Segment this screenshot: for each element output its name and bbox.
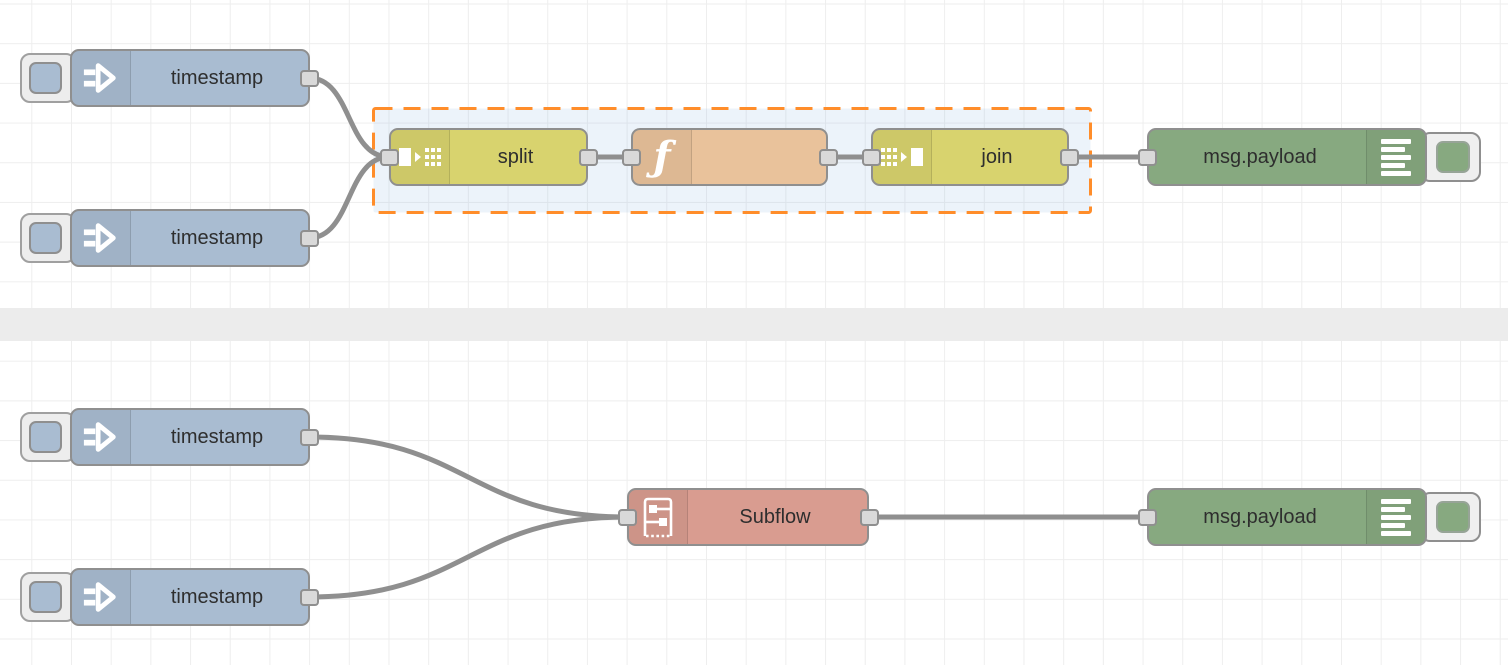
split-icon — [391, 130, 449, 184]
wire-inject3-subflow[interactable] — [306, 434, 630, 520]
split-node[interactable]: split — [389, 128, 588, 186]
inject-button[interactable] — [20, 572, 76, 622]
inject-arrow-icon — [72, 51, 130, 105]
node-label: join — [981, 146, 1013, 168]
node-label: timestamp — [170, 67, 264, 89]
inject-node-timestamp-2[interactable]: timestamp — [70, 209, 310, 267]
split-output-port[interactable] — [578, 148, 598, 166]
flow-divider-band — [0, 308, 1508, 341]
join-input-port[interactable] — [861, 148, 881, 166]
debug-toggle-pad — [1436, 501, 1470, 533]
node-label: msg.payload — [1203, 506, 1317, 528]
debug-toggle-pad — [1436, 141, 1470, 173]
inject-button[interactable] — [20, 53, 76, 103]
inject-button[interactable] — [20, 213, 76, 263]
node-label: timestamp — [170, 586, 264, 608]
join-node[interactable]: join — [871, 128, 1069, 186]
subflow-node[interactable]: Subflow — [627, 488, 869, 546]
inject-button[interactable] — [20, 412, 76, 462]
subflow-icon — [629, 490, 687, 544]
inject-button-pad — [29, 581, 62, 613]
inject1-output-port[interactable] — [299, 69, 319, 87]
debug-list-icon — [1367, 490, 1425, 544]
wire-inject4-subflow[interactable] — [306, 514, 630, 600]
node-label — [691, 130, 822, 184]
wire-inject2-split[interactable] — [306, 154, 392, 241]
node-label: timestamp — [170, 426, 264, 448]
inject3-output-port[interactable] — [299, 428, 319, 446]
function-node[interactable]: ƒ — [631, 128, 828, 186]
node-label: Subflow — [739, 506, 811, 528]
join-icon — [873, 130, 931, 184]
inject-button-pad — [29, 421, 62, 453]
node-label: split — [497, 146, 534, 168]
function-input-port[interactable] — [621, 148, 641, 166]
inject-node-timestamp-3[interactable]: timestamp — [70, 408, 310, 466]
debug-toggle-button[interactable] — [1420, 492, 1481, 542]
split-input-port[interactable] — [379, 148, 399, 166]
inject-arrow-icon — [72, 410, 130, 464]
debug1-input-port[interactable] — [1137, 148, 1157, 166]
join-output-port[interactable] — [1059, 148, 1079, 166]
function-f-icon: ƒ — [653, 133, 671, 180]
inject-node-timestamp-4[interactable]: timestamp — [70, 568, 310, 626]
inject-node-timestamp-1[interactable]: timestamp — [70, 49, 310, 107]
node-label: msg.payload — [1203, 146, 1317, 168]
inject-button-pad — [29, 62, 62, 94]
inject4-output-port[interactable] — [299, 588, 319, 606]
subflow-input-port[interactable] — [617, 508, 637, 526]
inject-button-pad — [29, 222, 62, 254]
inject2-output-port[interactable] — [299, 229, 319, 247]
debug-toggle-button[interactable] — [1420, 132, 1481, 182]
inject-arrow-icon — [72, 211, 130, 265]
debug2-input-port[interactable] — [1137, 508, 1157, 526]
debug-list-icon — [1367, 130, 1425, 184]
function-output-port[interactable] — [818, 148, 838, 166]
node-label: timestamp — [170, 227, 264, 249]
inject-arrow-icon — [72, 570, 130, 624]
wire-inject1-split[interactable] — [306, 75, 392, 160]
debug-node-msg-payload-1[interactable]: msg.payload — [1147, 128, 1427, 186]
debug-node-msg-payload-2[interactable]: msg.payload — [1147, 488, 1427, 546]
subflow-output-port[interactable] — [859, 508, 879, 526]
